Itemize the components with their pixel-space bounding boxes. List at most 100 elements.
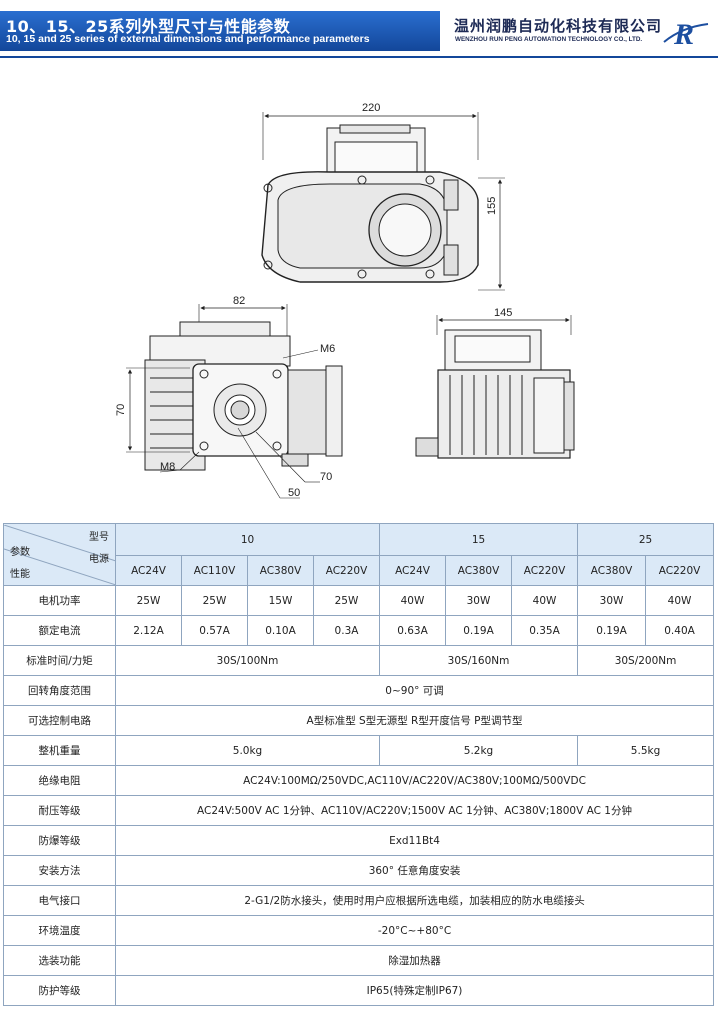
side-view-drawing [415, 315, 575, 459]
table-cell: 25W [115, 585, 182, 616]
supply-header: AC24V [379, 555, 446, 586]
row-label: 防爆等级 [3, 825, 116, 856]
supply-header: AC380V [445, 555, 512, 586]
row-label: 电气接口 [3, 885, 116, 916]
page-header: 10、15、25系列外型尺寸与性能参数 10, 15 and 25 series… [0, 0, 718, 60]
table-cell: 0.40A [645, 615, 715, 646]
table-corner-header: 型号 参数 电源 性能 [3, 523, 116, 586]
row-label: 整机重量 [3, 735, 116, 766]
table-row: 耐压等级 AC24V:500V AC 1分钟、AC110V/AC220V;150… [3, 795, 715, 826]
table-cell: 0.10A [247, 615, 314, 646]
table-cell: 0.19A [577, 615, 647, 646]
table-row: 标准时间/力矩 30S/100Nm 30S/160Nm 30S/200Nm [3, 645, 715, 676]
table-row: 防爆等级 Exd11Bt4 [3, 825, 715, 856]
row-label: 可选控制电路 [3, 705, 116, 736]
row-label: 回转角度范围 [3, 675, 116, 706]
table-cell: 40W [510, 585, 579, 616]
table-row: 绝缘电阻 AC24V:100MΩ/250VDC,AC110V/AC220V/AC… [3, 765, 715, 796]
front-dim-50: 50 [288, 487, 300, 499]
table-cell: 5.5kg [577, 735, 715, 766]
table-cell: 5.0kg [115, 735, 380, 766]
table-cell: 30S/200Nm [577, 645, 715, 676]
table-cell: IP65(特殊定制IP67) [114, 975, 715, 1006]
table-cell: AC24V:500V AC 1分钟、AC110V/AC220V;1500V AC… [114, 795, 715, 826]
table-cell: 0~90° 可调 [114, 675, 715, 706]
table-cell: 0.35A [510, 615, 579, 646]
company-name-en: WENZHOU RUN PENG AUTOMATION TECHNOLOGY C… [455, 36, 643, 43]
page-title: 10、15、25系列外型尺寸与性能参数 [6, 17, 291, 36]
table-cell: 30S/100Nm [115, 645, 380, 676]
corner-model-label: 型号 [89, 531, 109, 543]
corner-perf-label: 性能 [10, 568, 30, 580]
supply-header: AC380V [577, 555, 647, 586]
series-header: 25 [577, 523, 715, 556]
row-label: 电机功率 [3, 585, 116, 616]
series-header: 15 [378, 523, 579, 556]
company-logo: R [663, 18, 709, 51]
supply-header: AC220V [645, 555, 715, 586]
table-cell: AC24V:100MΩ/250VDC,AC110V/AC220V/AC380V;… [114, 765, 715, 796]
supply-header: AC380V [247, 555, 314, 586]
page-subtitle: 10, 15 and 25 series of external dimensi… [6, 33, 370, 45]
front-left-dim: 70 [115, 404, 127, 416]
table-cell: 0.63A [379, 615, 446, 646]
logo-letter: R [673, 18, 694, 51]
row-label: 绝缘电阻 [3, 765, 116, 796]
supply-header: AC24V [115, 555, 182, 586]
table-cell: A型标准型 S型无源型 R型开度信号 P型调节型 [114, 705, 715, 736]
table-cell: 25W [181, 585, 248, 616]
side-width-dim: 145 [494, 307, 512, 319]
table-row: 安装方法 360° 任意角度安装 [3, 855, 715, 886]
table-row: 环境温度 -20°C~+80°C [3, 915, 715, 946]
supply-header: AC220V [510, 555, 579, 586]
table-cell: 5.2kg [378, 735, 579, 766]
table-row: 可选控制电路 A型标准型 S型无源型 R型开度信号 P型调节型 [3, 705, 715, 736]
table-row: 防护等级 IP65(特殊定制IP67) [3, 975, 715, 1006]
table-cell: 0.19A [445, 615, 512, 646]
top-view-drawing [261, 112, 505, 291]
technical-drawings: 220 155 82 70 M6 M8 70 50 [115, 102, 575, 499]
row-label: 防护等级 [3, 975, 116, 1006]
title-bar: 10、15、25系列外型尺寸与性能参数 10, 15 and 25 series… [0, 11, 440, 51]
table-row: 电机功率 25W 25W 15W 25W 40W 30W 40W 30W 40W [3, 585, 715, 616]
table-cell: 15W [247, 585, 314, 616]
table-cell: 40W [379, 585, 446, 616]
table-cell: Exd11Bt4 [114, 825, 715, 856]
front-top-dim: 82 [233, 295, 245, 307]
table-row: 额定电流 2.12A 0.57A 0.10A 0.3A 0.63A 0.19A … [3, 615, 715, 646]
corner-param-label: 参数 [10, 546, 30, 558]
row-label: 耐压等级 [3, 795, 116, 826]
table-row: 电气接口 2-G1/2防水接头，使用时用户应根据所选电缆，加装相应的防水电缆接头 [3, 885, 715, 916]
table-row: 选装功能 除湿加热器 [3, 945, 715, 976]
header-divider [0, 56, 718, 58]
table-cell: 0.3A [313, 615, 380, 646]
front-dim-70: 70 [320, 471, 332, 483]
row-label: 标准时间/力矩 [3, 645, 116, 676]
spec-table: 型号 参数 电源 性能 10 15 25 AC24V AC110V AC380V… [3, 523, 715, 1006]
table-cell: 30W [445, 585, 512, 616]
table-cell: -20°C~+80°C [114, 915, 715, 946]
table-cell: 360° 任意角度安装 [114, 855, 715, 886]
company-name: 温州润鹏自动化科技有限公司 [454, 17, 663, 35]
table-cell: 2-G1/2防水接头，使用时用户应根据所选电缆，加装相应的防水电缆接头 [114, 885, 715, 916]
table-cell: 0.57A [181, 615, 248, 646]
row-label: 安装方法 [3, 855, 116, 886]
table-cell: 除湿加热器 [114, 945, 715, 976]
thread-m8-label: M8 [160, 461, 175, 473]
table-cell: 40W [645, 585, 715, 616]
thread-m6-label: M6 [320, 343, 335, 355]
row-label: 选装功能 [3, 945, 116, 976]
row-label: 额定电流 [3, 615, 116, 646]
supply-header: AC110V [181, 555, 248, 586]
corner-power-label: 电源 [89, 553, 109, 565]
table-cell: 30S/160Nm [378, 645, 579, 676]
table-cell: 30W [577, 585, 647, 616]
table-row: 整机重量 5.0kg 5.2kg 5.5kg [3, 735, 715, 766]
series-header: 10 [115, 523, 380, 556]
table-row: 回转角度范围 0~90° 可调 [3, 675, 715, 706]
supply-header: AC220V [313, 555, 380, 586]
top-width-dim: 220 [362, 102, 380, 114]
table-cell: 25W [313, 585, 380, 616]
top-height-dim: 155 [486, 197, 498, 215]
front-view-drawing [126, 304, 343, 499]
